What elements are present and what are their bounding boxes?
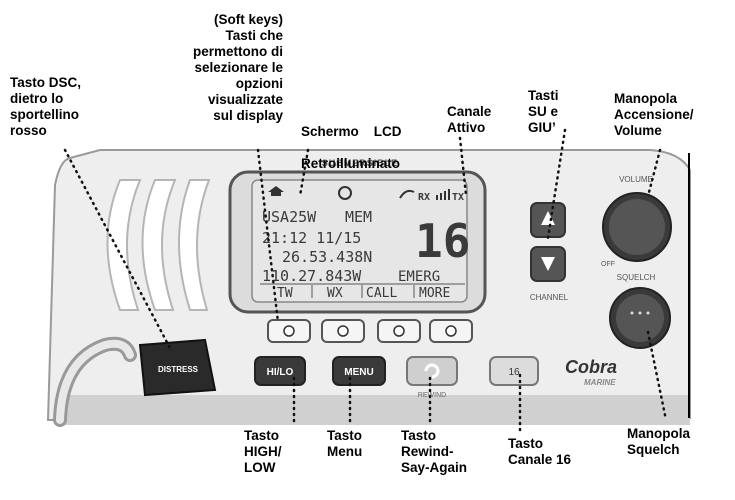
label-lcd-screen: Schermo LCD Retroilluminato <box>301 108 433 188</box>
highlow-button[interactable] <box>254 356 306 386</box>
marine-logo: MARINE <box>584 378 616 387</box>
label-lcd-line2: Retroilluminato <box>301 156 401 171</box>
rewind-icon <box>424 363 440 379</box>
channel16-button-label: 16 <box>508 367 520 378</box>
highlow-button-label: HI/LO <box>267 367 294 378</box>
softkey-label-3: CALL <box>366 286 397 301</box>
label-dsc-key: Tasto DSC, dietro lo sportellino rosso <box>10 75 82 138</box>
lcd-tx: TX <box>452 192 464 203</box>
label-updown-keys: Tasti SU e GIU’ <box>528 88 559 135</box>
softkey-buttons <box>267 319 473 343</box>
up-arrow-icon <box>541 211 555 225</box>
off-caption: OFF <box>601 261 615 268</box>
label-volume-knob: Manopola Accensione/ Volume <box>614 91 694 138</box>
down-arrow-icon <box>541 257 555 271</box>
lcd-screen <box>251 179 468 303</box>
lcd-rx: RX <box>418 192 430 203</box>
menu-button-label: MENU <box>344 367 373 378</box>
squelch-caption: SQUELCH <box>617 273 656 282</box>
submersible-text: SUBMERSIBLE <box>322 158 399 168</box>
menu-button[interactable] <box>332 356 386 386</box>
housing-base <box>60 395 690 425</box>
lcd-channel-number: 16 <box>415 214 470 268</box>
lcd-emerg: EMERG <box>398 269 440 285</box>
channel16-button[interactable] <box>489 356 539 386</box>
home-icon <box>268 186 284 196</box>
lcd-longitude: 110.27.843W <box>262 267 362 285</box>
rewind-button[interactable] <box>406 356 458 386</box>
cobra-logo: Cobra <box>565 357 617 377</box>
lcd-latitude: 26.53.438N <box>282 248 372 266</box>
scan-icon <box>338 186 352 200</box>
rewind-caption: REWIND <box>418 392 446 399</box>
label-soft-keys: (Soft keys) Tasti che permettono di sele… <box>193 12 283 123</box>
signal-bars-icon <box>436 189 450 200</box>
speaker-grille <box>106 179 211 311</box>
lcd-mem: MEM <box>345 208 372 226</box>
label-highlow-key: Tasto HIGH/ LOW <box>244 428 282 475</box>
softkey-label-2: WX <box>327 286 343 301</box>
label-menu-key: Tasto Menu <box>327 428 363 459</box>
label-active-channel: Canale Attivo <box>447 104 492 135</box>
label-squelch-knob: Manopola Squelch <box>627 426 690 457</box>
label-channel16-key: Tasto Canale 16 <box>508 436 572 467</box>
distress-label: DISTRESS <box>158 365 199 374</box>
signal-icon <box>399 189 415 199</box>
volume-caption: VOLUME <box>619 175 653 184</box>
lcd-region-power: USA25W <box>262 208 317 226</box>
softkey-label-1: TW <box>277 286 293 301</box>
softkey-label-4: MORE <box>419 286 450 301</box>
leader-lines <box>63 128 668 432</box>
channel-caption: CHANNEL <box>530 293 569 302</box>
distress-cover[interactable] <box>138 338 217 397</box>
label-rewind-key: Tasto Rewind- Say-Again <box>401 428 468 475</box>
label-lcd-line1: Schermo LCD <box>301 124 402 139</box>
lcd-time-date: 21:12 11/15 <box>262 229 361 247</box>
